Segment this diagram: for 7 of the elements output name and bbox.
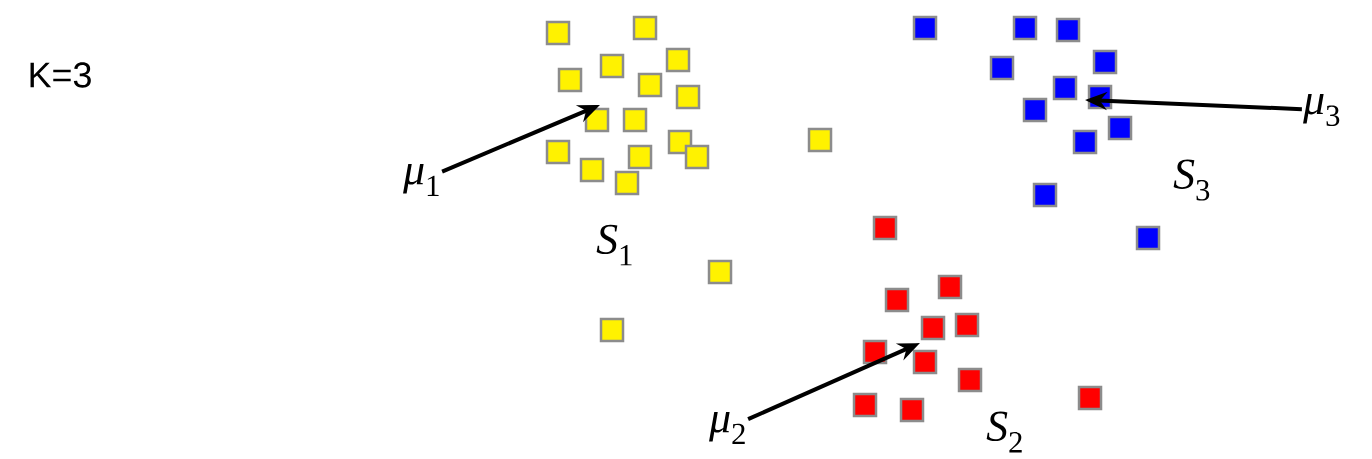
cluster-label: S$_{2}$: [986, 411, 1022, 453]
math-label: μ$_{2}$: [709, 412, 745, 444]
cluster-label: S$_{1}$: [596, 224, 632, 266]
parameter-label: K=3: [30, 62, 91, 88]
math-label: μ$_{1}$: [403, 164, 439, 196]
math-label: μ$_{3}$: [1303, 93, 1340, 127]
cluster-label: S$_{3}$: [1173, 159, 1210, 201]
